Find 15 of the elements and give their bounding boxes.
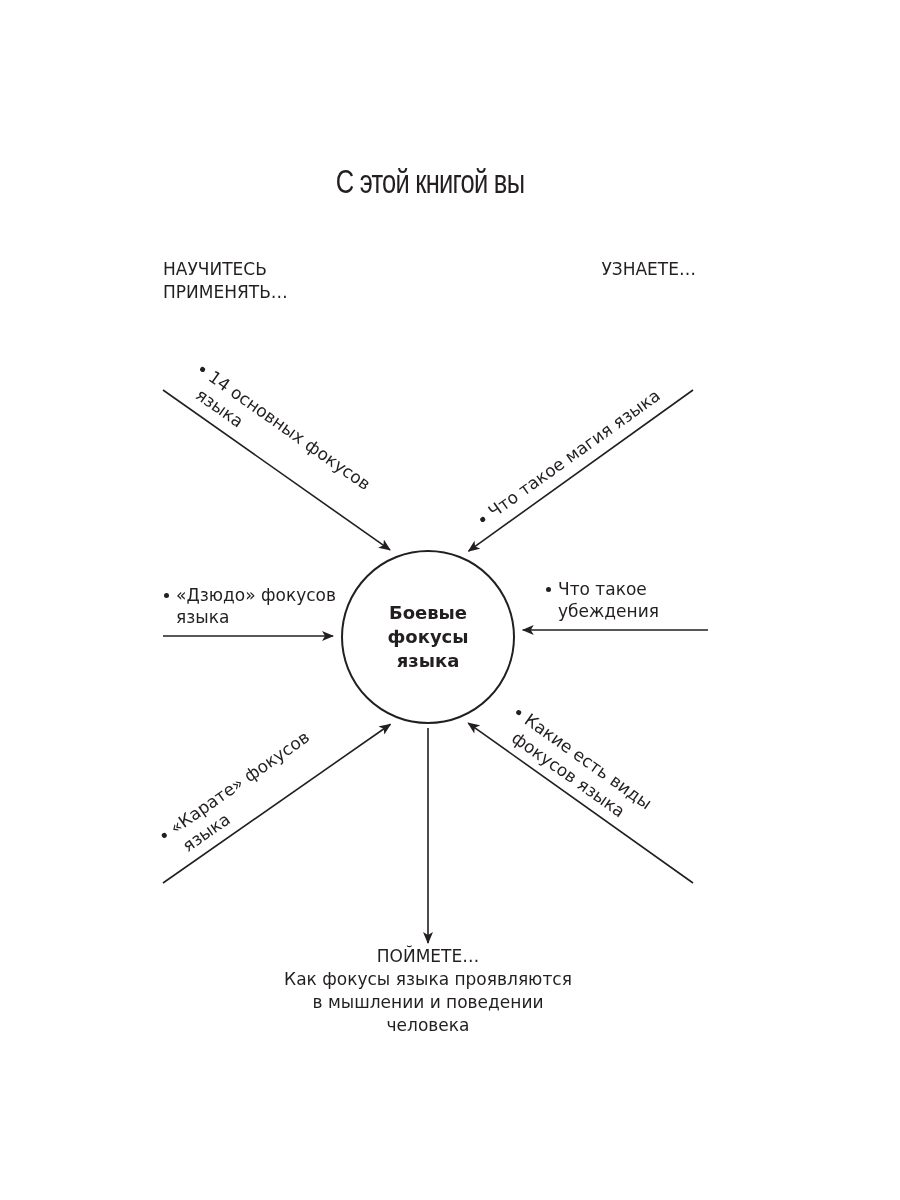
arrow (162, 389, 391, 551)
center-circle: Боевые фокусы языка (341, 550, 515, 724)
arrow (162, 631, 334, 641)
arrow (423, 727, 433, 944)
arrow (467, 389, 694, 552)
section-heading: НАУЧИТЕСЬ ПРИМЕНЯТЬ… (163, 258, 289, 304)
outcome-heading: ПОЙМЕТЕ… (375, 945, 481, 968)
arrow (467, 722, 694, 884)
arrow (521, 625, 709, 635)
arrow (162, 723, 392, 884)
outcome-description: Как фокусы языка проявляются в мышлении и поведении человека (283, 968, 573, 1037)
title: С этой книгой вы (334, 162, 526, 201)
edge-label: «Дзюдо» фокусов языка (163, 584, 343, 628)
section-heading: УЗНАЕТЕ… (600, 258, 696, 281)
edge-label: Что такое убеждения (545, 578, 705, 622)
